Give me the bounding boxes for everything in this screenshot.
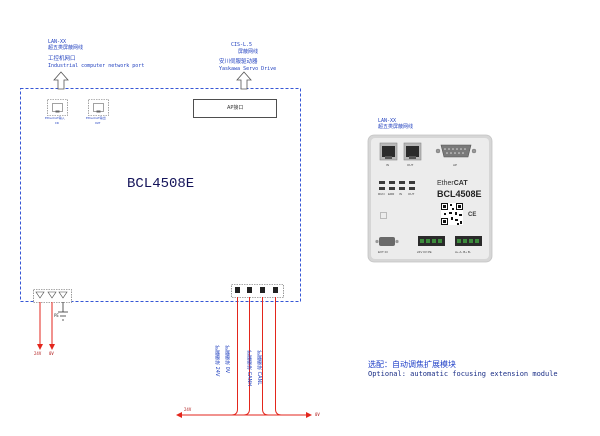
power-24v-label: 24V [34,351,42,356]
focus-bus-right-arrowhead [306,412,312,418]
servo-connection-arrow [236,71,252,90]
power-0v-arrowhead [49,344,55,350]
ipc-cable-code: LAN-XX [48,39,67,45]
port-in-label: EtherCAT输入 [45,116,65,120]
device-model: BCL4508E [437,189,482,199]
module-boundary [20,88,301,302]
ce-mark: CE [468,212,477,218]
port-in-sub: IN [55,121,59,125]
led-label: RUN [378,192,385,196]
logo-prefix: Ether [437,180,454,187]
focus-wire-label-3: 扩展模块 CANH [246,350,252,387]
ethercat-out-port-icon [88,99,109,116]
device-bottom-label: 24V 0V PE [417,250,432,254]
focus-wire-3 [262,297,269,416]
power-terminal-connector-icon [418,236,445,246]
servo-cable-name: 屏蔽网线 [238,49,259,55]
servo-name-en: Yaskawa Servo Drive [219,66,277,72]
ipc-cable-name: 超五类屏蔽网线 [48,45,84,51]
device-bottom-label: A+ A- B+ B- [455,250,471,254]
led-label: IN [399,192,402,196]
focus-wire-label-4: 扩展模块 CANL [256,350,262,386]
ipc-name-cn: 工控机网口 [48,56,76,62]
optional-note-cn: 选配：自动调焦扩展模块 [368,360,456,369]
port-out-sub: OUT [95,121,101,125]
device-cable-code: LAN-XX [378,118,397,124]
rj45-out-icon [403,142,422,161]
led-label: ERR [388,192,395,196]
device-port-out-label: OUT [407,163,414,167]
focus-bus-left-arrowhead [176,412,182,418]
ground-icon [58,302,68,321]
power-24v-arrowhead [37,344,43,350]
label-square-icon [380,212,387,219]
ipc-name-en: Industrial computer network port [48,63,145,69]
module-name: BCL4508E [127,176,195,192]
device-cable-name: 超五类屏蔽网线 [378,124,414,130]
device-photo [367,134,493,263]
device-bottom-label: EXT IO [378,250,388,254]
focus-wire-label-1: 扩展模块 24V [214,345,220,377]
port-out-label: EtherCAT输出 [86,116,106,120]
ipc-connection-arrow [53,71,69,90]
optional-note-en: Optional: automatic focusing extension m… [368,370,558,378]
focus-bus-right-label: 0V [315,412,320,417]
motor-terminal-connector-icon [455,236,482,246]
dsub-ap-connector-icon [435,144,477,158]
device-port-in-label: IN [386,163,389,167]
power-terminal-block [33,289,72,303]
rj45-in-icon [379,142,398,161]
ap-interface-box [193,99,277,118]
pe-label: PE [54,313,59,318]
servo-cable-code: CIS-L.5 [231,42,253,48]
logo-suffix: CAT [453,180,468,187]
ethercat-logo: EtherCAT [437,180,468,187]
status-leds [379,181,415,190]
led-label: OUT [408,192,415,196]
focus-terminal-block [231,284,284,298]
power-0v-label: 0V [49,351,54,356]
focus-wire-4 [275,297,282,416]
focus-wire-label-2: 扩展模块 0V [224,345,230,374]
servo-name-cn: 安川伺服驱动器 [219,59,258,65]
focus-wire-1 [231,297,238,416]
focus-bus-left-label: 24V [184,407,192,412]
device-port-ap-label: AP [453,163,458,167]
dsub-ext-connector-icon [375,237,399,246]
ethercat-in-port-icon [47,99,68,116]
ap-interface-label: AP接口 [227,105,244,111]
qr-code-icon [441,203,463,225]
